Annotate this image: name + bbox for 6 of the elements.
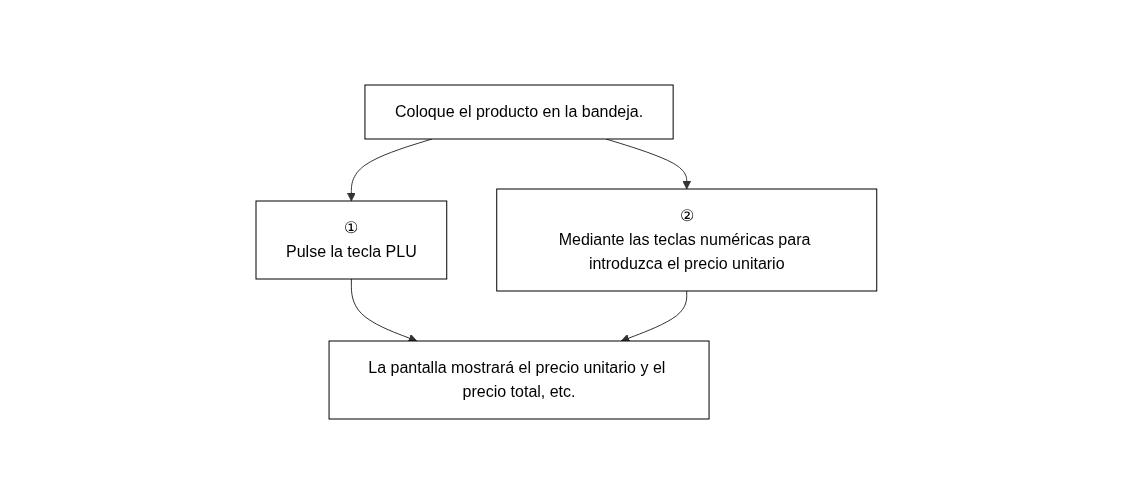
arrow xyxy=(350,278,417,342)
node-box: La pantalla mostrará el precio unitario y el precio total, etc. xyxy=(328,340,710,419)
node-box: ① Pulse la tecla PLU xyxy=(255,200,447,279)
node-box: Coloque el producto en la bandeja. xyxy=(364,84,674,139)
node-box: ② Mediante las teclas numéricas para introduzca el precio unitario xyxy=(495,188,877,291)
arrow xyxy=(620,290,687,342)
